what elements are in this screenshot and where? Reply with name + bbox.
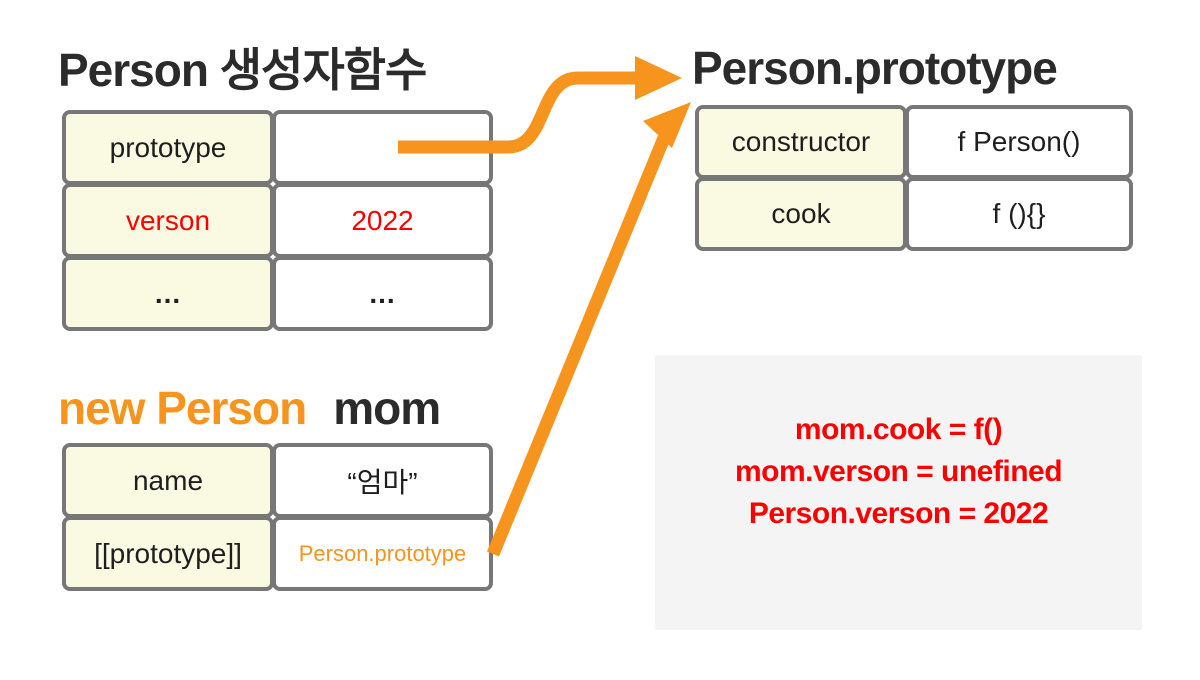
property-key-cell: verson (62, 183, 274, 258)
constructor-table-title: Person 생성자함수 (58, 44, 427, 96)
instance-varname: mom (333, 382, 441, 434)
instance-table: name “엄마” [[prototype]] Person.prototype (62, 443, 493, 591)
property-value-cell: f Person() (905, 105, 1133, 179)
diagonal-arrow-head (643, 102, 691, 148)
property-key-cell: name (62, 443, 274, 518)
property-value-cell: “엄마” (272, 443, 493, 518)
property-value-cell: f (){} (905, 177, 1133, 251)
property-key-cell: [[prototype]] (62, 516, 274, 591)
table-row: cook f (){} (695, 177, 1133, 251)
property-key-cell: cook (695, 177, 907, 251)
note-line: mom.verson = unefined (734, 455, 1063, 488)
curved-arrow-head (635, 56, 682, 100)
note-line: mom.cook = f() (794, 413, 1003, 446)
property-value-cell: 2022 (272, 183, 493, 258)
property-key-cell: prototype (62, 110, 274, 185)
table-row: name “엄마” (62, 443, 493, 518)
property-key-cell: constructor (695, 105, 907, 179)
new-person-keyword: new Person (58, 382, 307, 434)
table-row: prototype (62, 110, 493, 185)
diagonal-arrow-line (486, 130, 673, 557)
notes-panel: mom.cook = f() mom.verson = unefined Per… (655, 355, 1142, 630)
note-line: Person.verson = 2022 (748, 497, 1049, 530)
prototype-table: constructor f Person() cook f (){} (695, 105, 1133, 251)
table-row: constructor f Person() (695, 105, 1133, 179)
prototype-table-title: Person.prototype (692, 42, 1058, 94)
property-value-cell: ... (272, 256, 493, 331)
prototype-link-value-cell: Person.prototype (272, 516, 493, 591)
table-row: [[prototype]] Person.prototype (62, 516, 493, 591)
table-row: verson 2022 (62, 183, 493, 258)
table-row: ... ... (62, 256, 493, 331)
property-key-cell: ... (62, 256, 274, 331)
constructor-table: prototype verson 2022 ... ... (62, 110, 493, 331)
instance-table-title: new Person mom (58, 382, 441, 434)
property-value-cell (272, 110, 493, 185)
